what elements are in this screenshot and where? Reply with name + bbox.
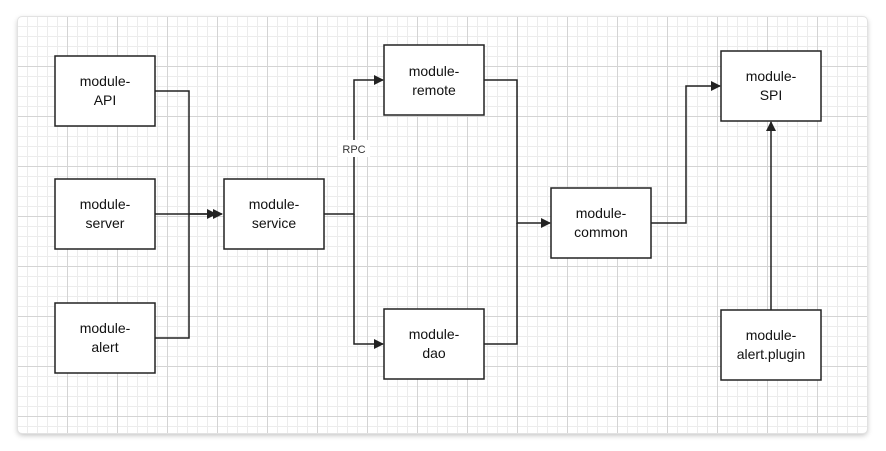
node-box: [383, 44, 485, 116]
node-box: [550, 187, 652, 259]
edge-service-to-dao: [353, 214, 384, 349]
node-label-line2: server: [86, 215, 125, 231]
node-box: [720, 50, 822, 122]
edge-dao-to-common: [484, 223, 518, 345]
node-label-line1: module-: [80, 196, 131, 212]
rpc-label: RPC: [342, 144, 365, 156]
node-module-server: module- server: [54, 178, 156, 250]
node-label-line1: module-: [80, 320, 131, 336]
node-label-line1: module-: [746, 327, 797, 343]
node-label-line2: remote: [412, 82, 456, 98]
node-module-api: module- API: [54, 55, 156, 127]
edge-api-to-service: [155, 90, 217, 219]
node-label-line2: alert: [91, 339, 118, 355]
rpc-label-background: [338, 140, 370, 157]
edge-common-to-spi: [651, 81, 721, 224]
node-label-line1: module-: [80, 73, 131, 89]
node-label-line2: SPI: [760, 87, 783, 103]
node-label-line2: service: [252, 215, 297, 231]
node-box: [54, 55, 156, 127]
node-module-service: module- service: [223, 178, 325, 250]
node-label-line2: dao: [422, 345, 446, 361]
edges: [155, 75, 776, 349]
rpc-label-group: RPC: [338, 140, 370, 157]
edge-alert-to-service: [155, 214, 190, 339]
node-module-remote: module- remote: [383, 44, 485, 116]
node-module-dao: module- dao: [383, 308, 485, 380]
edge-remote-to-common: [484, 79, 551, 228]
node-label-line1: module-: [746, 68, 797, 84]
node-label-line1: module-: [409, 326, 460, 342]
node-module-alert-plugin: module- alert.plugin: [720, 309, 822, 381]
node-module-common: module- common: [550, 187, 652, 259]
node-label-line1: module-: [409, 63, 460, 79]
node-box: [54, 178, 156, 250]
node-label-line2: alert.plugin: [737, 346, 806, 362]
node-label-line1: module-: [576, 205, 627, 221]
node-box: [223, 178, 325, 250]
node-box: [54, 302, 156, 374]
node-label-line2: common: [574, 224, 628, 240]
node-label-line1: module-: [249, 196, 300, 212]
node-module-spi: module- SPI: [720, 50, 822, 122]
node-box: [383, 308, 485, 380]
node-label-line2: API: [94, 92, 117, 108]
node-module-alert: module- alert: [54, 302, 156, 374]
node-box: [720, 309, 822, 381]
